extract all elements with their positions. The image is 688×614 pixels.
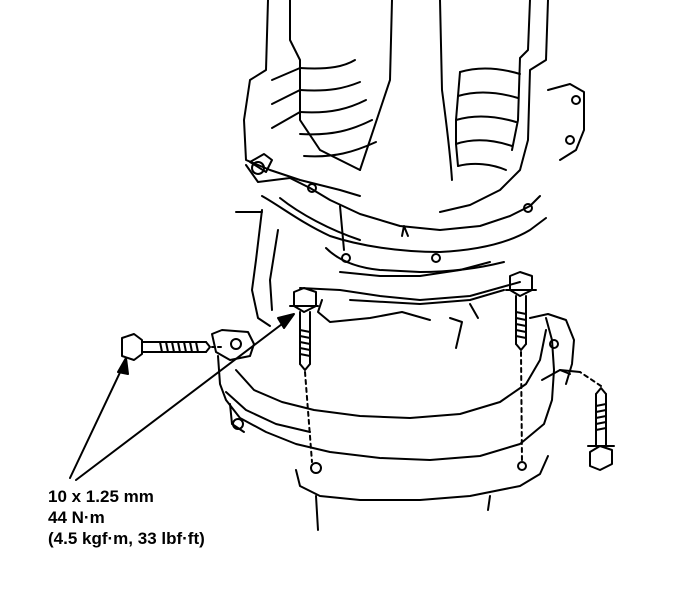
- callout-leader-lines: [69, 313, 295, 481]
- bolt-vertical-center: [289, 287, 319, 463]
- stiffener-bracket: [211, 313, 575, 531]
- engine-block: [243, 0, 585, 213]
- housing-fins-left: [271, 59, 377, 158]
- torque-spec-callout: 10 x 1.25 mm 44 N·m (4.5 kgf·m, 33 lbf·f…: [48, 486, 205, 549]
- bell-housing-flange: [235, 153, 547, 349]
- torque-nm-label: 44 N·m: [48, 508, 105, 527]
- housing-fins-right: [455, 67, 521, 171]
- torque-alt-units-label: (4.5 kgf·m, 33 lbf·ft): [48, 529, 205, 548]
- bolt-lower-right: [559, 369, 615, 471]
- bolt-size-label: 10 x 1.25 mm: [48, 487, 154, 506]
- bolt-vertical-right: [505, 271, 537, 463]
- bolt-horizontal-left: [121, 333, 223, 361]
